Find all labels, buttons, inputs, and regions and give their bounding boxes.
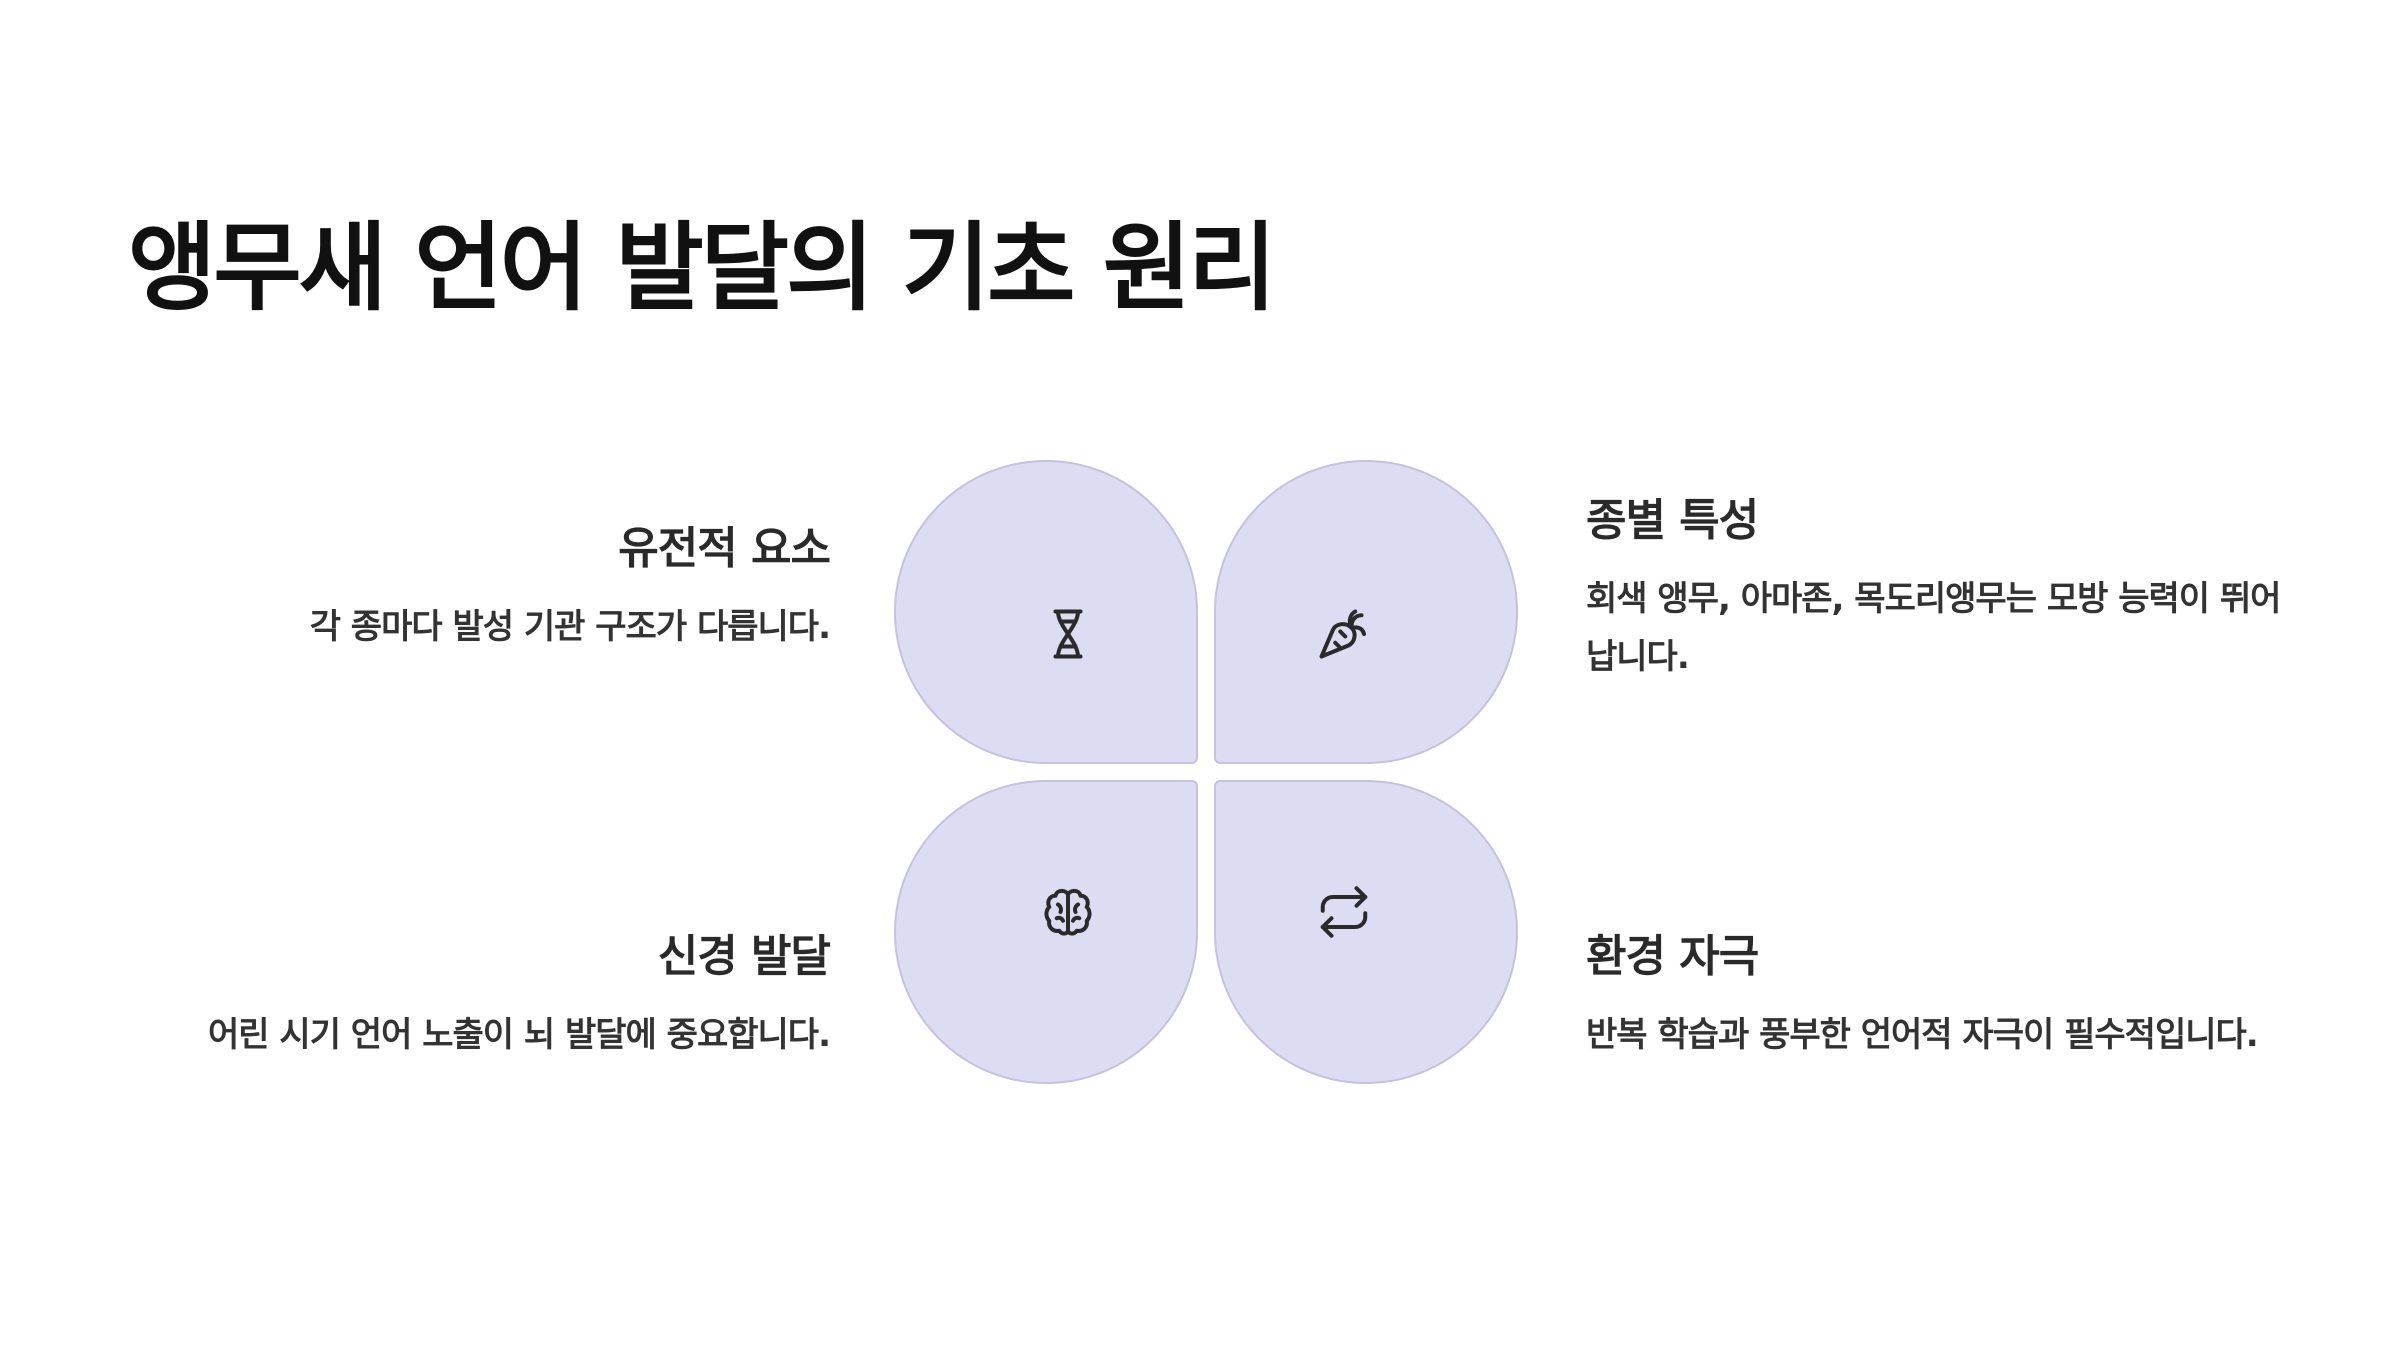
feature-genetic: 유전적 요소 각 종마다 발성 기관 구조가 다릅니다. (309, 512, 831, 656)
feature-title: 종별 특성 (1586, 495, 1759, 546)
feature-species: 종별 특성 회색 앵무, 아마존, 목도리앵무는 모방 능력이 뛰어납니다. (1586, 484, 2286, 686)
feature-title: 유전적 요소 (618, 523, 831, 574)
feature-environment: 환경 자극 반복 학습과 풍부한 언어적 자극이 필수적입니다. (1586, 920, 2259, 1064)
feature-description: 각 종마다 발성 기관 구조가 다릅니다. (309, 607, 831, 647)
diagram-leaf-genetic (894, 460, 1198, 764)
feature-neural: 신경 발달 어린 시기 언어 노출이 뇌 발달에 중요합니다. (208, 920, 831, 1064)
diagram-leaf-environment (1214, 780, 1518, 1084)
diagram-leaf-species (1214, 460, 1518, 764)
page-title: 앵무새 언어 발달의 기초 원리 (128, 212, 1277, 324)
feature-description: 반복 학습과 풍부한 언어적 자극이 필수적입니다. (1586, 1015, 2259, 1055)
feature-title: 환경 자극 (1586, 931, 1759, 982)
carrot-icon (1314, 604, 1374, 664)
diagram-leaf-neural (894, 780, 1198, 1084)
brain-icon (1038, 882, 1098, 942)
feature-description: 회색 앵무, 아마존, 목도리앵무는 모방 능력이 뛰어납니다. (1586, 579, 2281, 677)
feature-title: 신경 발달 (657, 931, 831, 982)
repeat-icon (1314, 882, 1374, 942)
dna-icon (1038, 604, 1098, 664)
feature-description: 어린 시기 언어 노출이 뇌 발달에 중요합니다. (208, 1015, 831, 1055)
